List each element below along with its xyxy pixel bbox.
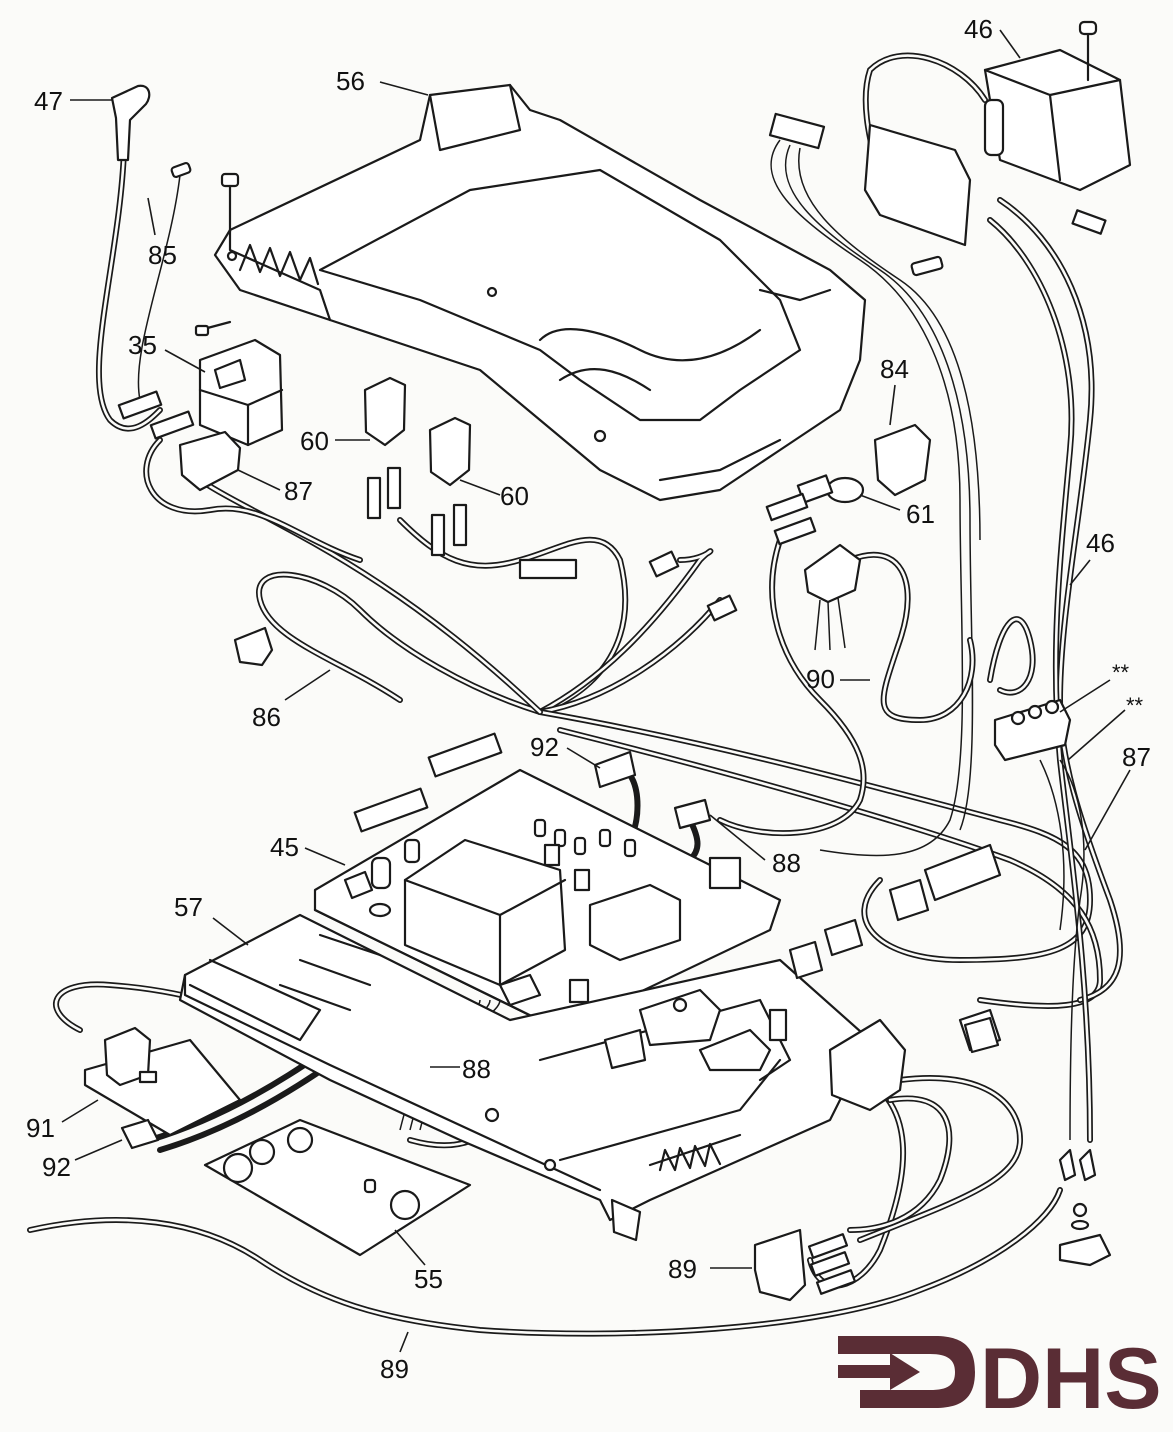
harness-connector [706,594,738,622]
side-connector [593,750,637,789]
part-60-relay-right [428,416,472,557]
part-87-connectors [117,390,242,492]
label-87-left: 87 [284,476,313,506]
multipin-connector [353,787,429,833]
label-46-right: 46 [1086,528,1115,558]
part-labels: 47 56 46 85 35 60 60 87 84 61 46 86 90 *… [26,14,1151,1384]
side-connector [788,940,824,980]
logo-text: DHS [980,1331,1162,1427]
label-90: 90 [806,664,835,694]
label-92-top: 92 [530,732,559,762]
arrow-mark-icon [838,1336,975,1408]
label-57: 57 [174,892,203,922]
label-61: 61 [906,499,935,529]
part-35-ignitor [194,320,284,447]
label-91: 91 [26,1113,55,1143]
label-85: 85 [148,240,177,270]
part-46-transformer [863,20,1132,277]
label-56: 56 [336,66,365,96]
label-star-1: ** [1112,660,1130,685]
label-35: 35 [128,330,157,360]
side-connector [963,1016,1000,1054]
part-84-clip [873,423,932,497]
label-92-bottom: 92 [42,1152,71,1182]
label-60-right: 60 [500,481,529,511]
label-46-top: 46 [964,14,993,44]
part-90-switch [803,543,862,651]
part-45-main-pcb [313,768,782,1042]
label-89-switch: 89 [668,1254,697,1284]
side-connector [673,798,712,830]
label-89-lead: 89 [380,1354,409,1384]
label-47: 47 [34,86,63,116]
screw-icon [220,172,240,234]
part-55-control-pcb [203,1118,472,1257]
dhs-logo: DHS [838,1331,1162,1427]
part-85-sensor-tip [170,161,192,179]
label-55: 55 [414,1264,443,1294]
label-86: 86 [252,702,281,732]
harness-connector [518,558,578,580]
cable-clip [233,626,274,667]
label-60-left: 60 [300,426,329,456]
label-star-2: ** [1126,693,1144,718]
label-45: 45 [270,832,299,862]
label-88-top: 88 [772,848,801,878]
label-84: 84 [880,354,909,384]
arrow-icon [838,1353,920,1390]
part-61-lamp [765,474,865,546]
label-88-bottom: 88 [462,1054,491,1084]
earth-terminal [1058,1148,1112,1267]
transformer-connector [768,112,826,150]
part-91-pcb [83,1026,242,1150]
multipin-connector [427,732,503,778]
side-connector [888,878,930,922]
label-87-right: 87 [1122,742,1151,772]
leader-lines [61,29,1131,1353]
part-47-ignition-cap [110,84,151,162]
part-56-cover [213,83,867,502]
side-connector [823,918,864,957]
terminal-block [993,698,1072,762]
side-connector [603,1028,647,1070]
part-60-relay-left [363,376,407,520]
harness-connector [648,550,680,578]
side-connector [923,843,1002,902]
part-57-lower-case [178,913,907,1242]
part-89-switch [753,1228,857,1302]
